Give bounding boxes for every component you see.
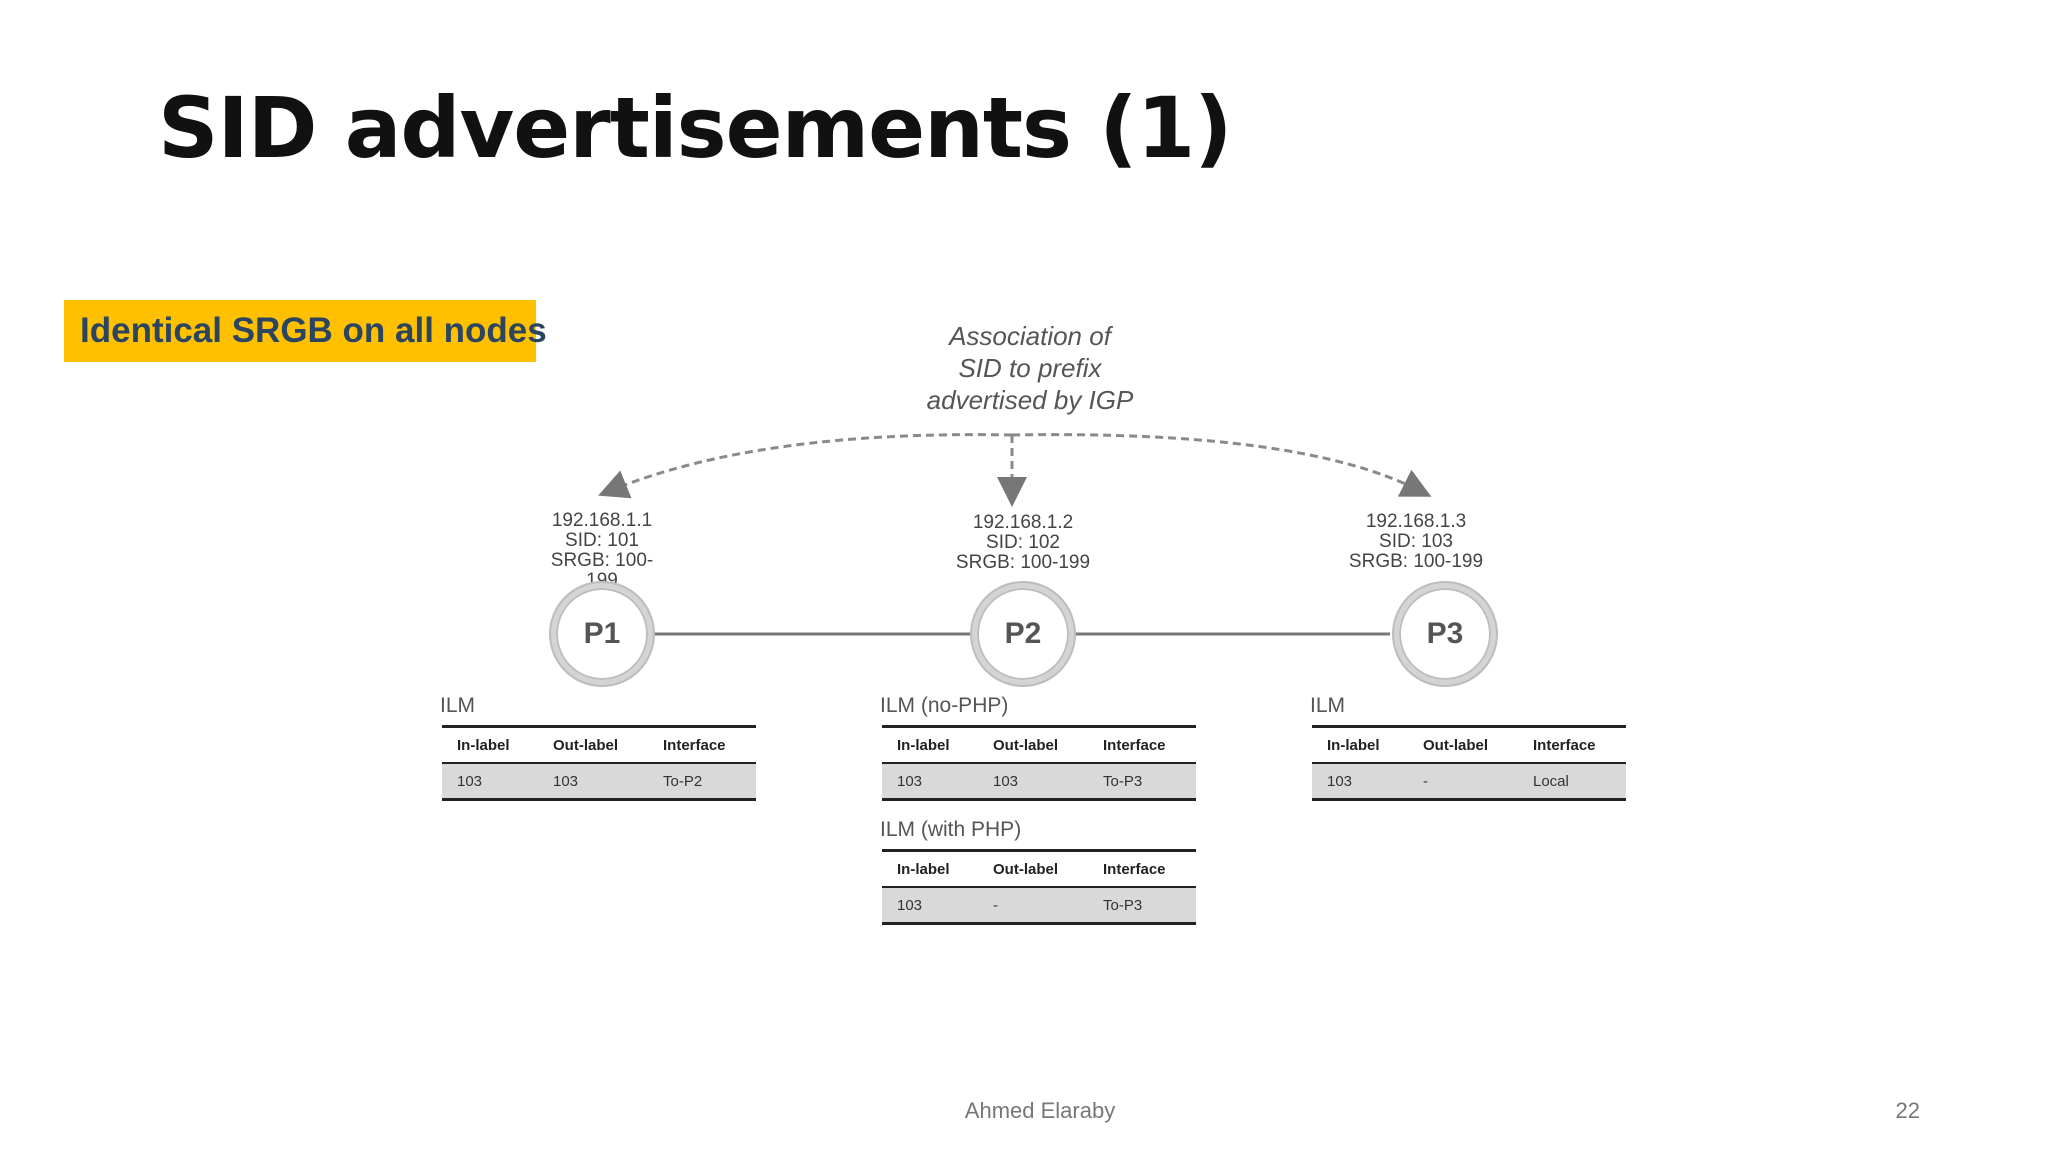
node-srgb: SRGB: 100-199 <box>1348 551 1484 572</box>
node-srgb: SRGB: 100-199 <box>955 552 1091 573</box>
footer-author: Ahmed Elaraby <box>964 1098 1116 1123</box>
association-arrow-right <box>1011 433 1432 497</box>
column-header: Out-label <box>1423 736 1489 754</box>
node-address: 192.168.1.1 <box>551 510 653 531</box>
ilm-table-p1: In-label Out-label Interface 103 103 To-… <box>442 725 756 801</box>
node-sid: SID: 103 <box>1379 531 1453 552</box>
table-cell: To-P2 <box>663 772 703 790</box>
column-header: In-label <box>897 736 950 754</box>
slide-title: SID advertisements (1) <box>158 79 1233 177</box>
srgb-badge: Identical SRGB on all nodes <box>64 300 547 362</box>
page-number: 22 <box>1895 1098 1920 1123</box>
table-header-row: In-label Out-label Interface <box>882 728 1196 764</box>
table-cell: 103 <box>553 772 579 790</box>
node-address: 192.168.1.2 <box>972 512 1074 533</box>
table-cell: To-P3 <box>1103 896 1143 914</box>
node-sid: SID: 102 <box>986 532 1060 553</box>
node-info-p3: 192.168.1.3 SID: 103 SRGB: 100-199 <box>1316 512 1516 572</box>
table-cell: 103 <box>1327 772 1353 790</box>
ilm-table-p3: In-label Out-label Interface 103 - Local <box>1312 725 1626 801</box>
node-info-p2: 192.168.1.2 SID: 102 SRGB: 100-199 <box>923 513 1123 573</box>
ilm-label-p2-no-php: ILM (no-PHP) <box>880 694 1009 717</box>
association-line: Association of <box>949 321 1111 351</box>
node-address: 192.168.1.3 <box>1365 511 1467 532</box>
table-cell: 103 <box>897 896 923 914</box>
column-header: Out-label <box>553 736 619 754</box>
column-header: Out-label <box>993 860 1059 878</box>
ilm-label-p2-with-php: ILM (with PHP) <box>880 818 1022 841</box>
node-p3: P3 <box>1394 583 1496 685</box>
table-row: 103 - Local <box>1312 764 1626 798</box>
node-p2: P2 <box>972 583 1074 685</box>
table-header-row: In-label Out-label Interface <box>882 852 1196 888</box>
table-cell: - <box>993 896 998 914</box>
table-cell: 103 <box>993 772 1019 790</box>
column-header: Interface <box>663 736 726 754</box>
table-row: 103 103 To-P2 <box>442 764 756 798</box>
ilm-table-p2-no-php: In-label Out-label Interface 103 103 To-… <box>882 725 1196 801</box>
table-header-row: In-label Out-label Interface <box>442 728 756 764</box>
table-cell: To-P3 <box>1103 772 1143 790</box>
ilm-table-p2-with-php: In-label Out-label Interface 103 - To-P3 <box>882 849 1196 925</box>
table-cell: 103 <box>897 772 923 790</box>
table-row: 103 103 To-P3 <box>882 764 1196 798</box>
column-header: Interface <box>1103 860 1166 878</box>
association-line: advertised by IGP <box>926 385 1134 415</box>
table-row: 103 - To-P3 <box>882 888 1196 922</box>
table-cell: Local <box>1533 772 1569 790</box>
column-header: Interface <box>1533 736 1596 754</box>
column-header: In-label <box>457 736 510 754</box>
node-sid: SID: 101 <box>565 530 639 551</box>
column-header: In-label <box>1327 736 1380 754</box>
table-header-row: In-label Out-label Interface <box>1312 728 1626 764</box>
node-info-p1: 192.168.1.1 SID: 101 SRGB: 100- 199 <box>502 511 702 591</box>
table-cell: 103 <box>457 772 483 790</box>
node-srgb: SRGB: 100- <box>550 550 654 571</box>
association-line: SID to prefix <box>958 353 1102 383</box>
ilm-label-p1: ILM <box>440 694 476 717</box>
column-header: In-label <box>897 860 950 878</box>
ilm-label-p3: ILM <box>1310 694 1346 717</box>
table-cell: - <box>1423 772 1428 790</box>
column-header: Interface <box>1103 736 1166 754</box>
node-p1: P1 <box>551 583 653 685</box>
association-arrow-left <box>598 433 1013 499</box>
association-note: Association of SID to prefix advertised … <box>880 320 1180 416</box>
column-header: Out-label <box>993 736 1059 754</box>
